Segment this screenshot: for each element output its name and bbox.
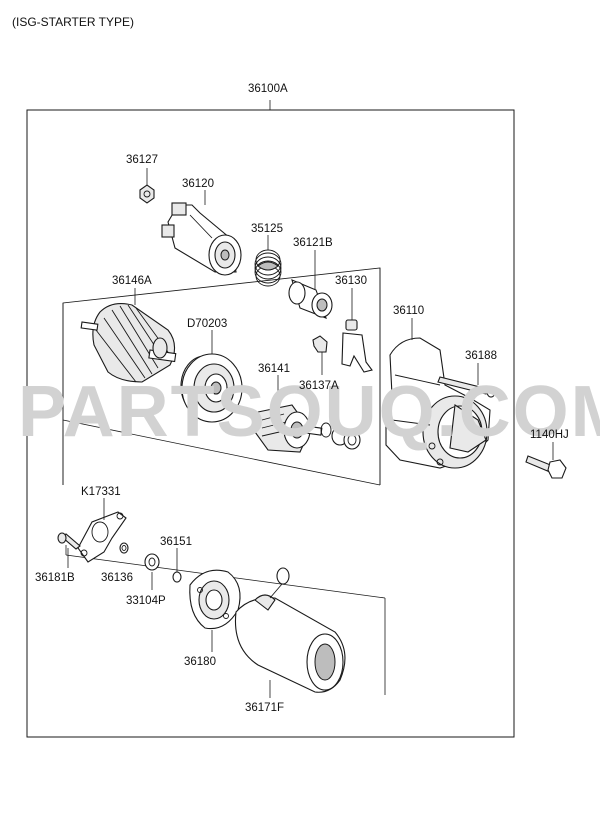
part-36121B-plunger[interactable] — [288, 279, 333, 319]
part-36141-pinion[interactable] — [254, 404, 323, 453]
part-36137A-bracket[interactable] — [312, 335, 328, 353]
part-36151-ring[interactable] — [172, 571, 182, 583]
part-label-36141[interactable]: 36141 — [258, 363, 290, 375]
part-1140HJ-bolt[interactable] — [525, 455, 567, 479]
part-36120-solenoid[interactable] — [161, 202, 242, 276]
upper-ring-washers — [320, 422, 361, 450]
upper-group-outline — [62, 267, 381, 486]
part-36180-endcover[interactable] — [189, 569, 241, 630]
assembly-code-label[interactable]: 36100A — [248, 83, 288, 95]
part-label-36151[interactable]: 36151 — [160, 536, 192, 548]
part-35125-spring[interactable] — [254, 249, 282, 287]
part-36171F-yoke[interactable] — [234, 567, 346, 693]
part-label-36121B[interactable]: 36121B — [293, 237, 333, 249]
part-K17331-bracket[interactable] — [77, 511, 127, 563]
part-label-36137A[interactable]: 36137A — [299, 380, 339, 392]
watermark-text: PARTSOUQ.COM — [18, 372, 600, 452]
part-D70203-gearset[interactable] — [180, 353, 243, 423]
part-33104P-washer[interactable] — [144, 553, 160, 571]
part-label-36180[interactable]: 36180 — [184, 656, 216, 668]
part-36181B-screw[interactable] — [57, 532, 81, 550]
part-label-36110[interactable]: 36110 — [393, 305, 424, 317]
part-label-K17331[interactable]: K17331 — [81, 486, 121, 498]
part-label-35125[interactable]: 35125 — [251, 223, 283, 235]
diagram-title: (ISG-STARTER TYPE) — [12, 15, 134, 29]
part-label-36127[interactable]: 36127 — [126, 154, 158, 166]
part-36136-washer[interactable] — [119, 542, 129, 554]
part-36188-screw[interactable] — [437, 376, 496, 398]
part-label-36181B[interactable]: 36181B — [35, 572, 75, 584]
assembly-frame — [26, 109, 515, 738]
part-36146A-armature[interactable] — [80, 303, 177, 383]
part-36127-nut[interactable] — [139, 184, 155, 204]
part-label-36188[interactable]: 36188 — [465, 350, 497, 362]
part-label-36146A[interactable]: 36146A — [112, 275, 152, 287]
part-label-1140HJ[interactable]: 1140HJ — [530, 429, 569, 441]
part-label-36130[interactable]: 36130 — [335, 275, 367, 287]
part-label-36136[interactable]: 36136 — [101, 572, 133, 584]
part-label-D70203[interactable]: D70203 — [187, 318, 227, 330]
part-label-36120[interactable]: 36120 — [182, 178, 214, 190]
part-36110-housing[interactable] — [385, 337, 491, 469]
part-label-36171F[interactable]: 36171F — [245, 702, 284, 714]
part-36130-lever[interactable] — [341, 319, 373, 373]
part-label-33104P[interactable]: 33104P — [126, 595, 166, 607]
